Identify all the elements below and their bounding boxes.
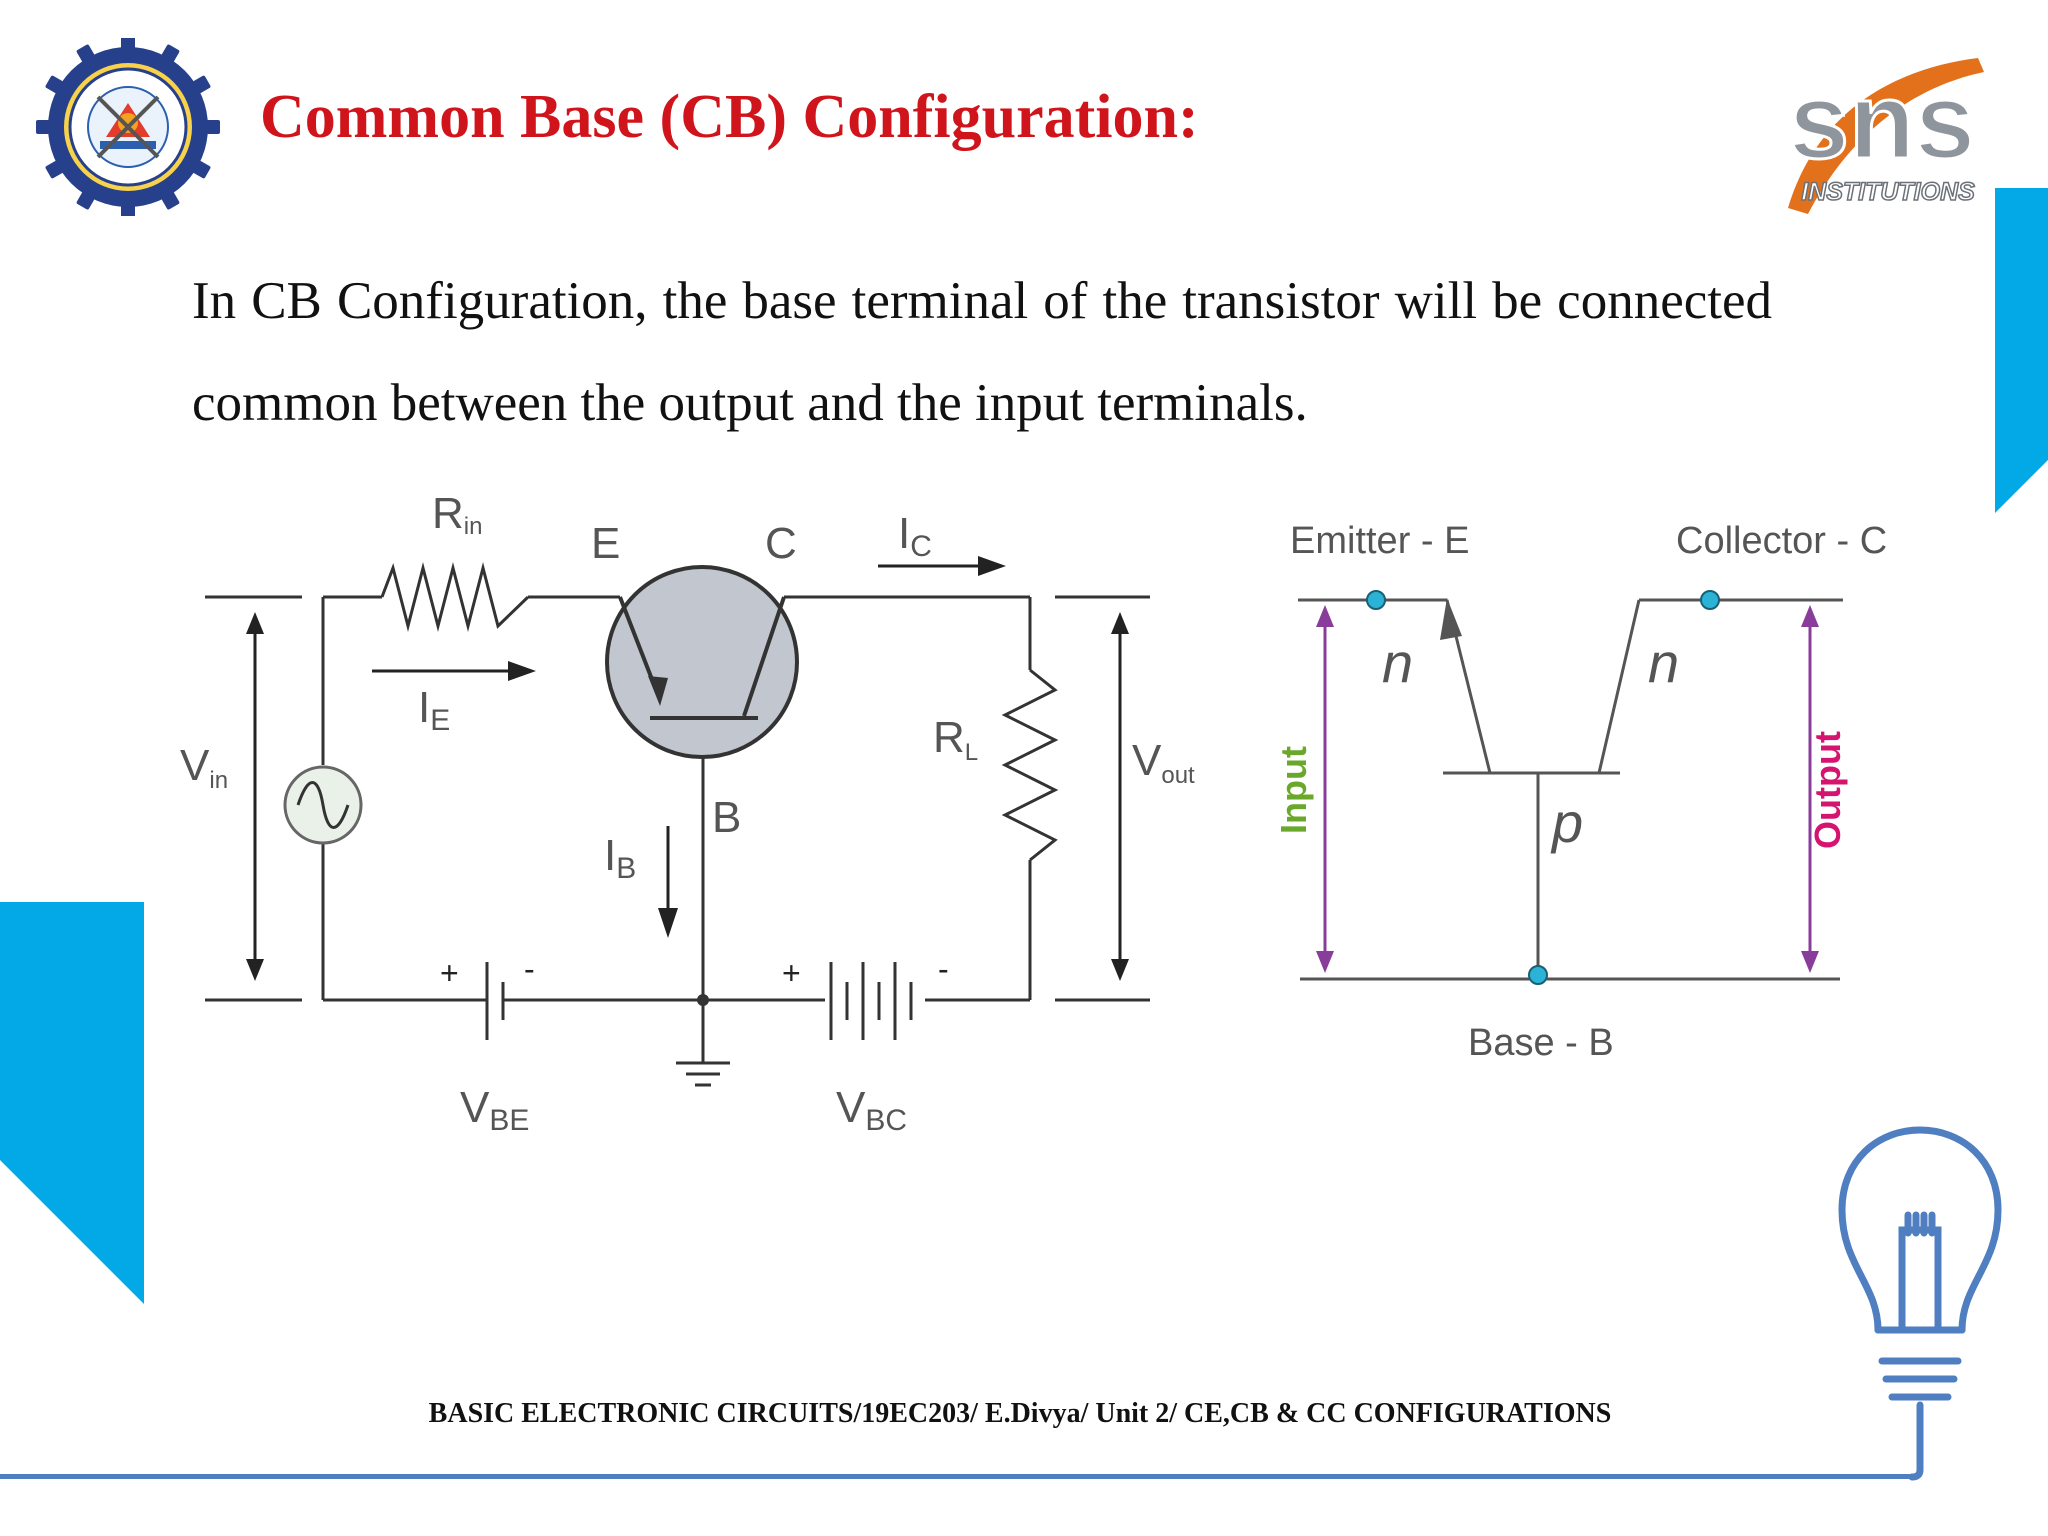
collector-terminal-label: C [765,519,797,568]
vbc-plus-sign: + [782,955,801,991]
ie-label: IE [418,683,450,737]
vbe-label: VBE [460,1083,529,1137]
body-paragraph: In CB Configuration, the base terminal o… [192,272,1772,432]
slide-footer: BASIC ELECTRONIC CIRCUITS/19EC203/ E.Div… [0,1398,2048,1430]
brand-sub-text: INSTITUTIONS [1801,178,1975,206]
input-label: Input [1273,746,1314,834]
p-region: p [1550,791,1583,854]
ib-label: IB [604,831,636,885]
base-label: Base - B [1468,1022,1614,1064]
vin-label: Vin [180,741,228,794]
vbe-plus-sign: + [440,955,459,991]
emitter-label: Emitter - E [1290,520,1469,562]
pnp-junction-diagram: Emitter - E Collector - C Base - B n n p… [1273,520,1887,1064]
ic-label: IC [898,509,932,563]
n-region-right: n [1648,631,1679,694]
collector-label: Collector - C [1676,520,1887,562]
vbc-label: VBC [836,1083,907,1137]
lightbulb-icon [1838,1126,2002,1481]
output-label: Output [1807,731,1848,849]
n-region-left: n [1382,631,1413,694]
emitter-terminal-label: E [591,519,620,568]
cb-circuit-diagram: Rin E C B IC IE IB Vin RL Vout VBE VBC +… [180,489,1195,1137]
footer-text: BASIC ELECTRONIC CIRCUITS/19EC203/ E.Div… [428,1398,1612,1429]
vout-label: Vout [1132,736,1195,789]
college-seal-logo [36,38,220,216]
sns-institutions-logo: sns INSTITUTIONS [1787,58,1984,214]
right-accent-shape [1995,188,2048,513]
base-terminal-label: B [712,793,741,842]
rl-label: RL [933,713,978,766]
rin-label: Rin [432,489,482,540]
footer-rule [0,1474,1912,1479]
vbc-minus-sign: - [938,951,949,987]
slide-title: Common Base (CB) Configuration: [260,83,1199,151]
vbe-minus-sign: - [524,951,535,987]
brand-mark-text: sns [1789,60,1975,181]
left-accent-shape [0,902,144,1304]
